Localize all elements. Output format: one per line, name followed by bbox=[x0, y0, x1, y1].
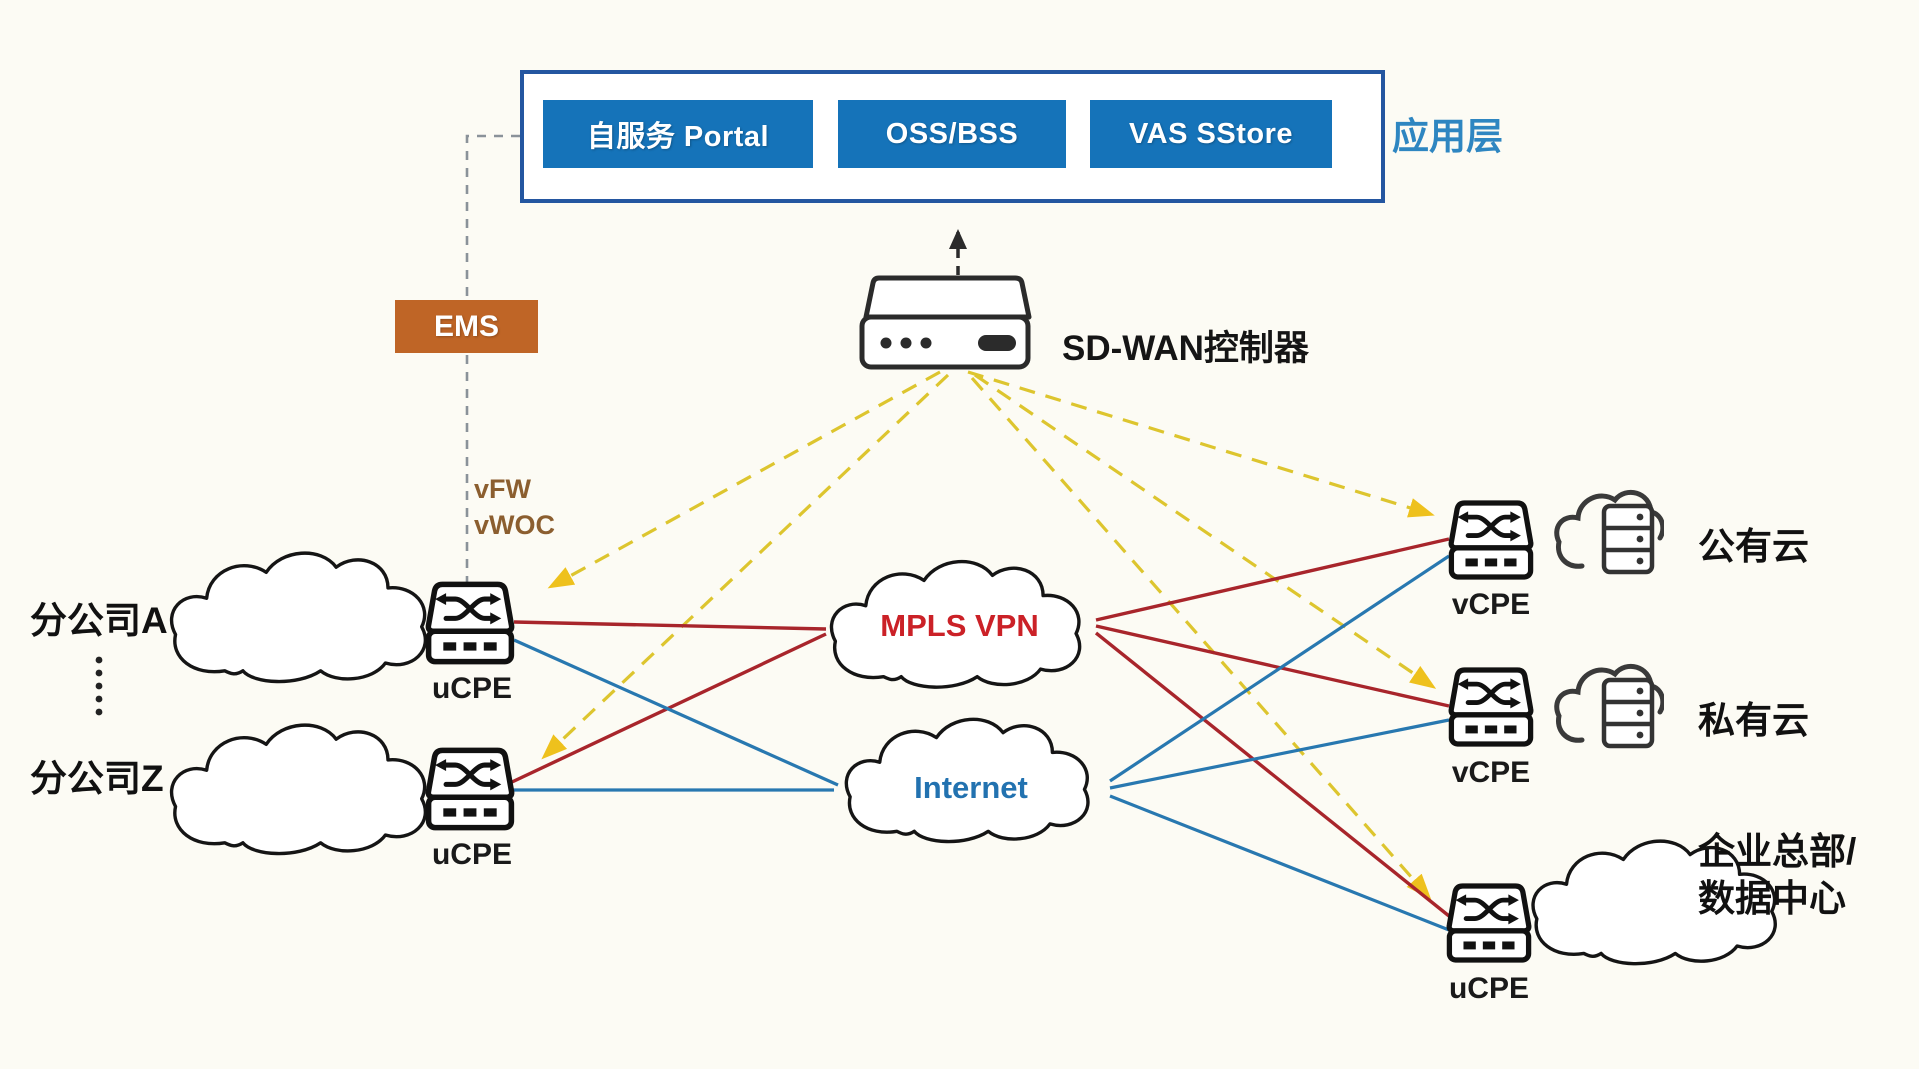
ems-box: EMS bbox=[395, 300, 538, 353]
vcpe2-label: vCPE bbox=[1451, 756, 1531, 789]
internet-link-ucpe1 bbox=[513, 638, 839, 787]
mpls-link-ucpe3 bbox=[1094, 631, 1451, 918]
vcpe1-icon bbox=[1451, 503, 1531, 577]
mpls-vpn-label: MPLS VPN bbox=[880, 608, 1039, 643]
ems-management-dashed-line bbox=[459, 134, 520, 615]
internet-link-vcpe2 bbox=[1109, 718, 1450, 790]
vwoc-label: vWOC bbox=[474, 510, 555, 540]
hq-datacenter-label: 企业总部/ 数据中心 bbox=[1698, 831, 1857, 919]
ucpe2-icon bbox=[428, 750, 511, 827]
vcpe1-label: vCPE bbox=[1451, 588, 1531, 621]
mpls-link-vcpe2 bbox=[1095, 624, 1450, 708]
ucpe2-label: uCPE bbox=[431, 838, 512, 871]
controller-control-lines bbox=[541, 370, 1437, 900]
vcpe2-icon bbox=[1451, 670, 1531, 744]
private-cloud-server-icon bbox=[1557, 666, 1663, 746]
internet-link-ucpe3 bbox=[1109, 794, 1450, 932]
public-cloud-server-icon bbox=[1557, 492, 1663, 572]
mpls-link-vcpe1 bbox=[1095, 537, 1450, 622]
ucpe1-label: uCPE bbox=[431, 672, 512, 705]
public-cloud-label: 公有云 bbox=[1698, 526, 1809, 567]
control-line-to-vcpe2 bbox=[974, 373, 1437, 689]
private-cloud-label: 私有云 bbox=[1698, 700, 1809, 741]
application-layer-label: 应用层 bbox=[1392, 116, 1503, 157]
internet-label: Internet bbox=[914, 770, 1028, 805]
control-line-to-ucpe1 bbox=[547, 370, 941, 589]
ucpe1-icon bbox=[428, 584, 511, 661]
ucpe3-icon bbox=[1449, 886, 1529, 960]
control-line-to-ucpe2 bbox=[541, 373, 950, 760]
sdwan-controller-label: SD-WAN控制器 bbox=[1062, 329, 1309, 368]
module-vas-store: VAS SStore bbox=[1090, 100, 1332, 168]
internet-link-vcpe1 bbox=[1109, 554, 1450, 783]
ucpe3-label: uCPE bbox=[1448, 972, 1529, 1005]
internet-links bbox=[512, 554, 1450, 932]
sdwan-controller-icon bbox=[859, 275, 1032, 370]
branch-a-cloud bbox=[172, 553, 426, 681]
control-line-to-vcpe1 bbox=[967, 370, 1435, 518]
branch-ellipsis-dots bbox=[95, 656, 103, 716]
branch-a-label: 分公司A bbox=[30, 600, 168, 641]
branch-z-cloud bbox=[172, 725, 426, 853]
control-line-to-ucpe3 bbox=[970, 376, 1432, 900]
mpls-link-ucpe1 bbox=[513, 620, 827, 631]
vfw-label: vFW bbox=[474, 474, 531, 504]
branch-z-label: 分公司Z bbox=[30, 758, 164, 799]
module-self-service-portal: 自服务 Portal bbox=[543, 100, 813, 168]
module-oss-bss: OSS/BSS bbox=[838, 100, 1066, 168]
